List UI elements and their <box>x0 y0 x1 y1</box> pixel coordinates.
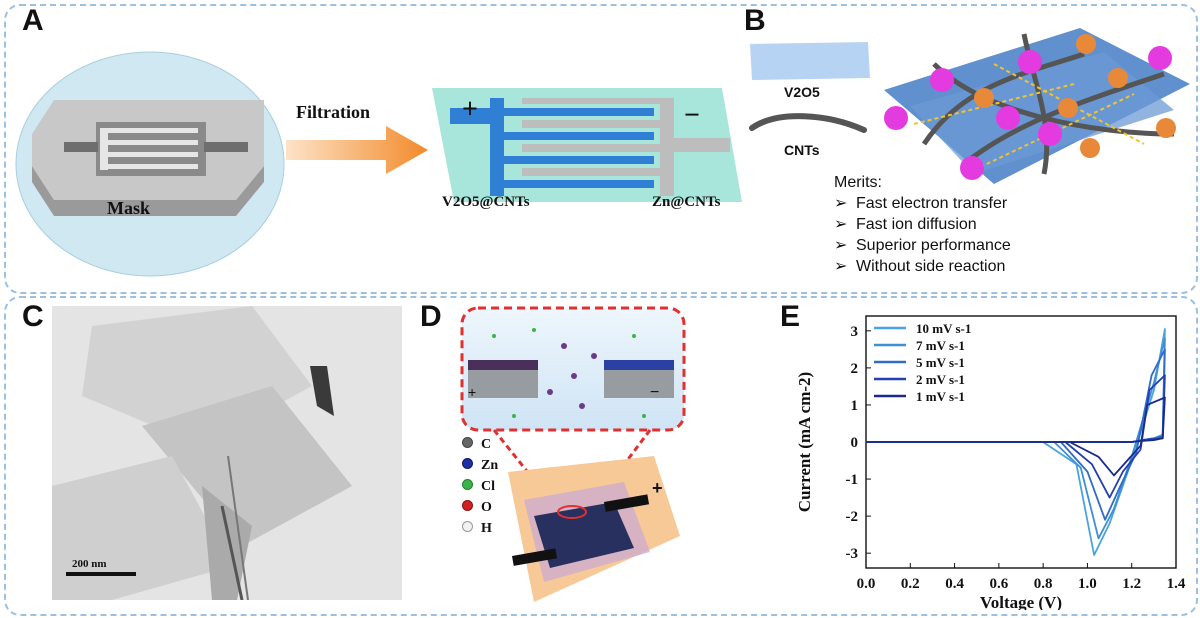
cell-plus-sign: + <box>468 384 477 400</box>
legend-label: 10 mV s-1 <box>916 321 971 336</box>
minus-sign: − <box>684 100 700 131</box>
cv-curve <box>866 396 1166 477</box>
legend-label: 7 mV s-1 <box>916 338 965 353</box>
panel-label-e: E <box>780 300 801 333</box>
x-tick-label: 0.4 <box>945 576 964 592</box>
legend-label: 5 mV s-1 <box>916 355 965 370</box>
panel-label-c: C <box>22 300 44 333</box>
legend-item-cl: Cl <box>462 479 495 495</box>
y-tick-label: -2 <box>846 509 859 525</box>
legend-label: 1 mV s-1 <box>916 389 965 404</box>
merit-item: ➢ Superior performance <box>834 235 1011 256</box>
cv-legend: 10 mV s-1 7 mV s-1 5 mV s-1 2 mV s-1 1 mV s-… <box>874 321 971 404</box>
scale-bar-label: 200 nm <box>72 558 107 570</box>
electrode-substrate <box>432 88 742 202</box>
y-tick-label: 3 <box>851 324 859 340</box>
legend-item-o: O <box>462 500 492 516</box>
v2o5-sheet-icon <box>750 42 870 80</box>
v2o5-label: V2O5 <box>784 84 820 100</box>
merits-list: Merits: ➢ Fast electron transfer ➢ Fast io… <box>834 172 1011 277</box>
arrowhead-icon: ➢ <box>834 195 848 212</box>
cv-series-group <box>866 328 1166 556</box>
x-tick-label: 0.2 <box>901 576 920 592</box>
merit-text: Fast electron transfer <box>856 195 1008 212</box>
cv-curve <box>866 337 1166 540</box>
legend-item-zn: Zn <box>462 458 498 474</box>
filtration-arrow <box>286 126 428 174</box>
y-tick-label: 0 <box>851 435 859 451</box>
arrowhead-icon: ➢ <box>834 216 848 233</box>
merits-title: Merits: <box>834 174 882 191</box>
composite-network-illustration <box>884 28 1190 184</box>
zn-cnts-label: Zn@CNTs <box>652 194 721 210</box>
cell-minus-sign: − <box>650 384 660 401</box>
atom-dot-icon <box>462 479 473 490</box>
bottom-panel-frame <box>4 296 1198 616</box>
merit-text: Without side reaction <box>856 258 1006 275</box>
legend-item-h: H <box>462 521 492 537</box>
legend-item-c: C <box>462 437 491 453</box>
x-tick-label: 1.0 <box>1078 576 1097 592</box>
y-tick-label: -1 <box>846 472 859 488</box>
mask-body-side <box>32 166 264 216</box>
legend-label: 2 mV s-1 <box>916 372 965 387</box>
x-tick-label: 0.8 <box>1034 576 1053 592</box>
atom-dot-icon <box>462 458 473 469</box>
mask-label: Mask <box>107 198 151 218</box>
x-axis-label: Voltage (V) <box>980 593 1062 610</box>
merit-text: Fast ion diffusion <box>856 216 977 233</box>
arrowhead-icon: ➢ <box>834 237 848 254</box>
cnt-tube-icon <box>749 113 867 133</box>
tem-texture <box>52 306 352 600</box>
atom-dot-icon <box>462 521 473 532</box>
y-tick-label: 2 <box>851 361 859 377</box>
y-tick-label: -3 <box>846 546 859 562</box>
x-tick-label: 1.2 <box>1122 576 1141 592</box>
panel-label-a: A <box>22 4 44 37</box>
mask-illustration <box>15 51 285 277</box>
panel-label-d: D <box>420 300 442 333</box>
arrowhead-icon: ➢ <box>834 258 848 275</box>
atom-legend: C Zn Cl O H <box>462 437 532 547</box>
cnts-label: CNTs <box>784 142 820 158</box>
device-schematic <box>460 306 686 602</box>
merit-item: ➢ Fast ion diffusion <box>834 214 1011 235</box>
x-tick-label: 1.4 <box>1167 576 1186 592</box>
x-tick-label: 0.0 <box>857 576 876 592</box>
merit-text: Superior performance <box>856 237 1011 254</box>
cv-curve <box>866 374 1166 499</box>
y-tick-label: 1 <box>851 398 859 414</box>
plus-sign: + <box>462 94 478 125</box>
atom-dot-icon <box>462 500 473 511</box>
atom-dot-icon <box>462 437 473 448</box>
cv-chart: 0.0 0.2 0.4 0.6 0.8 1.0 1.2 1.4 3 2 1 0 -1 -2 -3Voltag… <box>795 315 1186 610</box>
merit-item: ➢ Without side reaction <box>834 256 1011 277</box>
filtration-label: Filtration <box>296 102 370 122</box>
tem-micrograph: 200 nm <box>52 306 402 600</box>
merit-item: ➢ Fast electron transfer <box>834 193 1011 214</box>
v2o5-cnts-label: V2O5@CNTs <box>442 194 530 210</box>
x-tick-label: 0.6 <box>989 576 1008 592</box>
y-axis-label: Current (mA cm-2) <box>795 372 814 512</box>
top-panel-frame <box>4 4 1198 294</box>
cv-axes: 0.0 0.2 0.4 0.6 0.8 1.0 1.2 1.4 3 2 1 0 -1 -2 -3Voltag… <box>795 315 1186 610</box>
panel-label-b: B <box>744 4 766 37</box>
device-plus-sign: + <box>652 478 663 498</box>
